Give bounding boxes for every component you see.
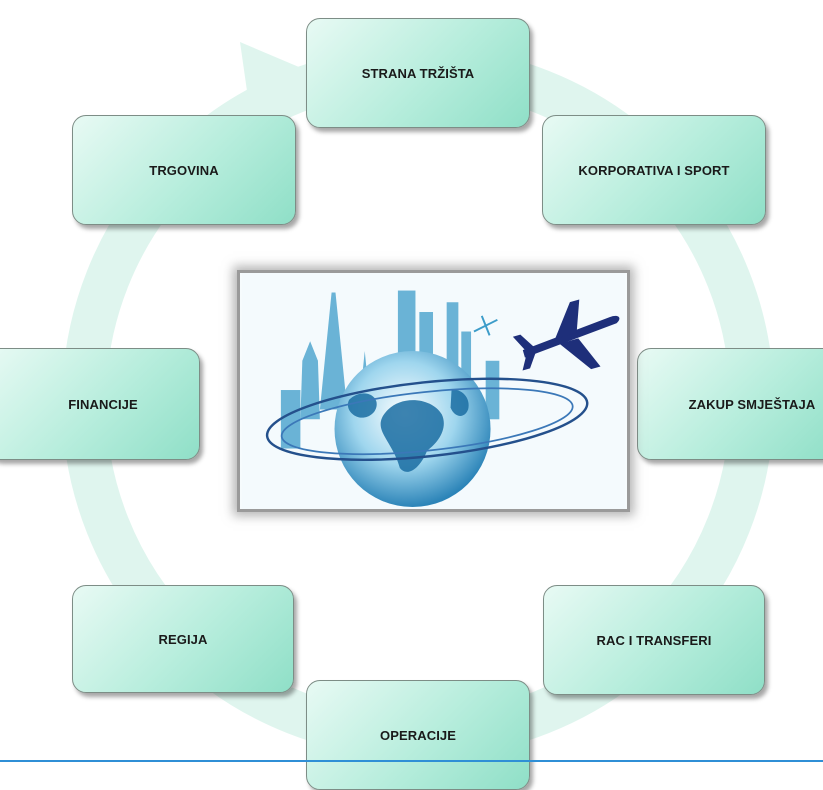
node-operacije: OPERACIJE — [306, 680, 530, 790]
orbit-lines — [265, 377, 589, 462]
node-strana-trzista: STRANA TRŽIŠTA — [306, 18, 530, 128]
center-image-frame — [237, 270, 630, 512]
node-regija: REGIJA — [72, 585, 294, 693]
node-rac-i-transferi: RAC I TRANSFERI — [543, 585, 765, 695]
node-label: KORPORATIVA I SPORT — [578, 162, 730, 178]
node-korporativa-i-sport: KORPORATIVA I SPORT — [542, 115, 766, 225]
airplane-icon — [512, 299, 620, 371]
node-label: FINANCIJE — [68, 396, 138, 412]
node-label: REGIJA — [158, 631, 208, 647]
bottom-accent-line — [0, 760, 823, 762]
node-financije: FINANCIJE — [0, 348, 200, 460]
node-label: TRGOVINA — [149, 162, 219, 178]
node-label: OPERACIJE — [379, 727, 457, 743]
node-zakup-smjestaja: ZAKUP SMJEŠTAJA — [637, 348, 823, 460]
node-label: STRANA TRŽIŠTA — [361, 65, 475, 81]
small-plane-icon — [473, 315, 498, 336]
globe-travel-illustration — [241, 273, 626, 509]
node-label: ZAKUP SMJEŠTAJA — [688, 396, 816, 412]
node-trgovina: TRGOVINA — [72, 115, 296, 225]
node-label: RAC I TRANSFERI — [596, 632, 712, 648]
